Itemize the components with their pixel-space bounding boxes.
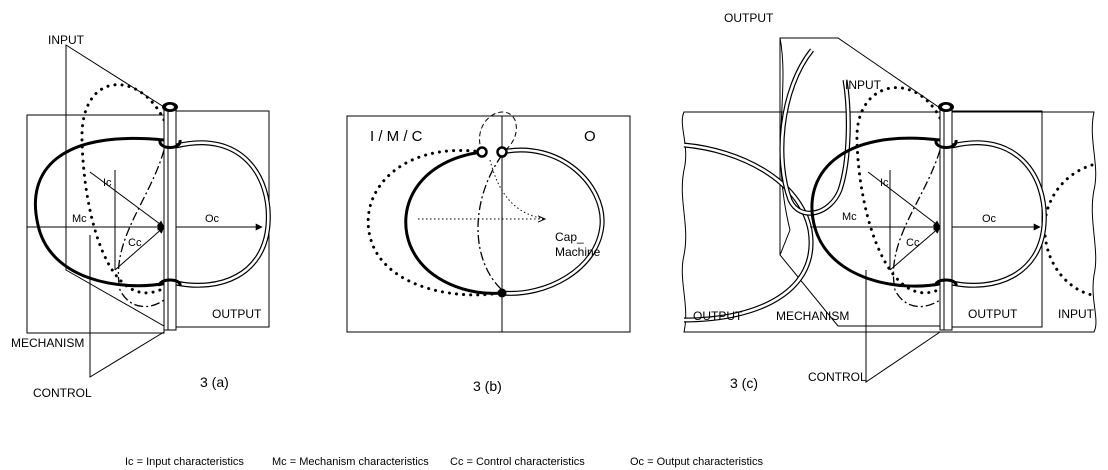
- legend: Ic = Input characteristics Mc = Mechanis…: [125, 456, 763, 468]
- panel-a-control-loop: [117, 149, 165, 308]
- panel-a-cc-label: Cc: [128, 237, 142, 249]
- panel-c-mechanism-loop: [810, 136, 945, 288]
- panel-c-mechanism-label: MECHANISM: [776, 309, 849, 323]
- panel-c-oc-label: Oc: [982, 213, 997, 225]
- panel-a-ic-arrow: [89, 171, 165, 228]
- panel-c-control-label: CONTROL: [808, 370, 867, 384]
- panel-a-caption: 3 (a): [200, 374, 229, 390]
- panel-c-ic-arrow: [867, 171, 941, 228]
- panel-c: OUTPUT INPUT OUTPUT MECHANISM OUTPUT INP…: [681, 11, 1097, 391]
- panel-a-output-loop-outer: [175, 140, 271, 288]
- panel-b-control-curve: [477, 154, 503, 291]
- panel-c-caption: 3 (c): [730, 375, 758, 391]
- panel-c-control-plane: [865, 270, 941, 383]
- panel-b-left-label: I / M / C: [370, 128, 423, 145]
- panel-a-cc-arrow: [114, 226, 165, 271]
- panel-c-cc-arrow: [889, 226, 941, 271]
- panel-c-output-loop-outer: [951, 140, 1047, 288]
- panel-a-control-label: CONTROL: [33, 386, 92, 400]
- panel-b: I / M / C O Cap_ Machine 3 (b): [346, 111, 631, 394]
- panel-b-mechanism-loop: [404, 150, 503, 295]
- panel-a-oc-label: Oc: [205, 213, 220, 225]
- panel-c-dotted-loop: [855, 86, 942, 295]
- panel-a-mechanism-loop: [33, 137, 169, 288]
- panel-c-output-right-label: OUTPUT: [968, 307, 1018, 321]
- panel-a-mc-label: Mc: [72, 213, 87, 225]
- legend-ic: Ic = Input characteristics: [125, 456, 244, 468]
- panel-b-right-label: O: [584, 128, 596, 145]
- legend-cc: Cc = Control characteristics: [450, 456, 585, 468]
- panel-c-cc-label: Cc: [906, 237, 920, 249]
- panel-c-input-right-label: INPUT: [1058, 307, 1095, 321]
- panel-a: INPUT OUTPUT MECHANISM CONTROL Ic Mc Cc …: [11, 33, 271, 400]
- panel-b-top-loop: [479, 111, 517, 153]
- panel-a-control-plane: [89, 235, 165, 378]
- panel-b-target-label-line1: Cap_: [555, 230, 584, 244]
- panel-b-dotted-loop: [366, 149, 502, 297]
- legend-oc: Oc = Output characteristics: [630, 456, 763, 468]
- panel-a-ic-label: Ic: [103, 177, 112, 189]
- panel-b-output-loop-outer: [501, 147, 605, 296]
- panel-a-left-plane: [26, 114, 165, 334]
- panel-c-ic-label: Ic: [880, 177, 889, 189]
- panel-c-output-top-label: OUTPUT: [724, 11, 774, 25]
- panel-b-frame: [346, 115, 631, 333]
- panel-c-pipe: [939, 107, 953, 331]
- panel-a-mechanism-label: MECHANISM: [11, 336, 84, 350]
- panel-a-pipe: [163, 107, 177, 331]
- panel-b-target-label-line2: Machine: [555, 245, 601, 259]
- panel-c-control-loop: [892, 149, 941, 308]
- panel-c-previous-output-loop: [683, 142, 814, 323]
- legend-mc: Mc = Mechanism characteristics: [272, 456, 429, 468]
- panel-c-output-left-label: OUTPUT: [693, 309, 743, 323]
- panel-c-next-input-loop: [1043, 163, 1094, 297]
- panel-a-input-label: INPUT: [48, 33, 85, 47]
- panel-b-curved-arrow: [489, 159, 546, 220]
- panel-a-output-label: OUTPUT: [212, 307, 262, 321]
- panel-c-strip: [681, 111, 1097, 333]
- panel-b-caption: 3 (b): [473, 378, 502, 394]
- panel-a-input-loop: [80, 83, 166, 295]
- panel-c-input-label: INPUT: [845, 78, 882, 92]
- panel-c-mc-label: Mc: [842, 211, 857, 223]
